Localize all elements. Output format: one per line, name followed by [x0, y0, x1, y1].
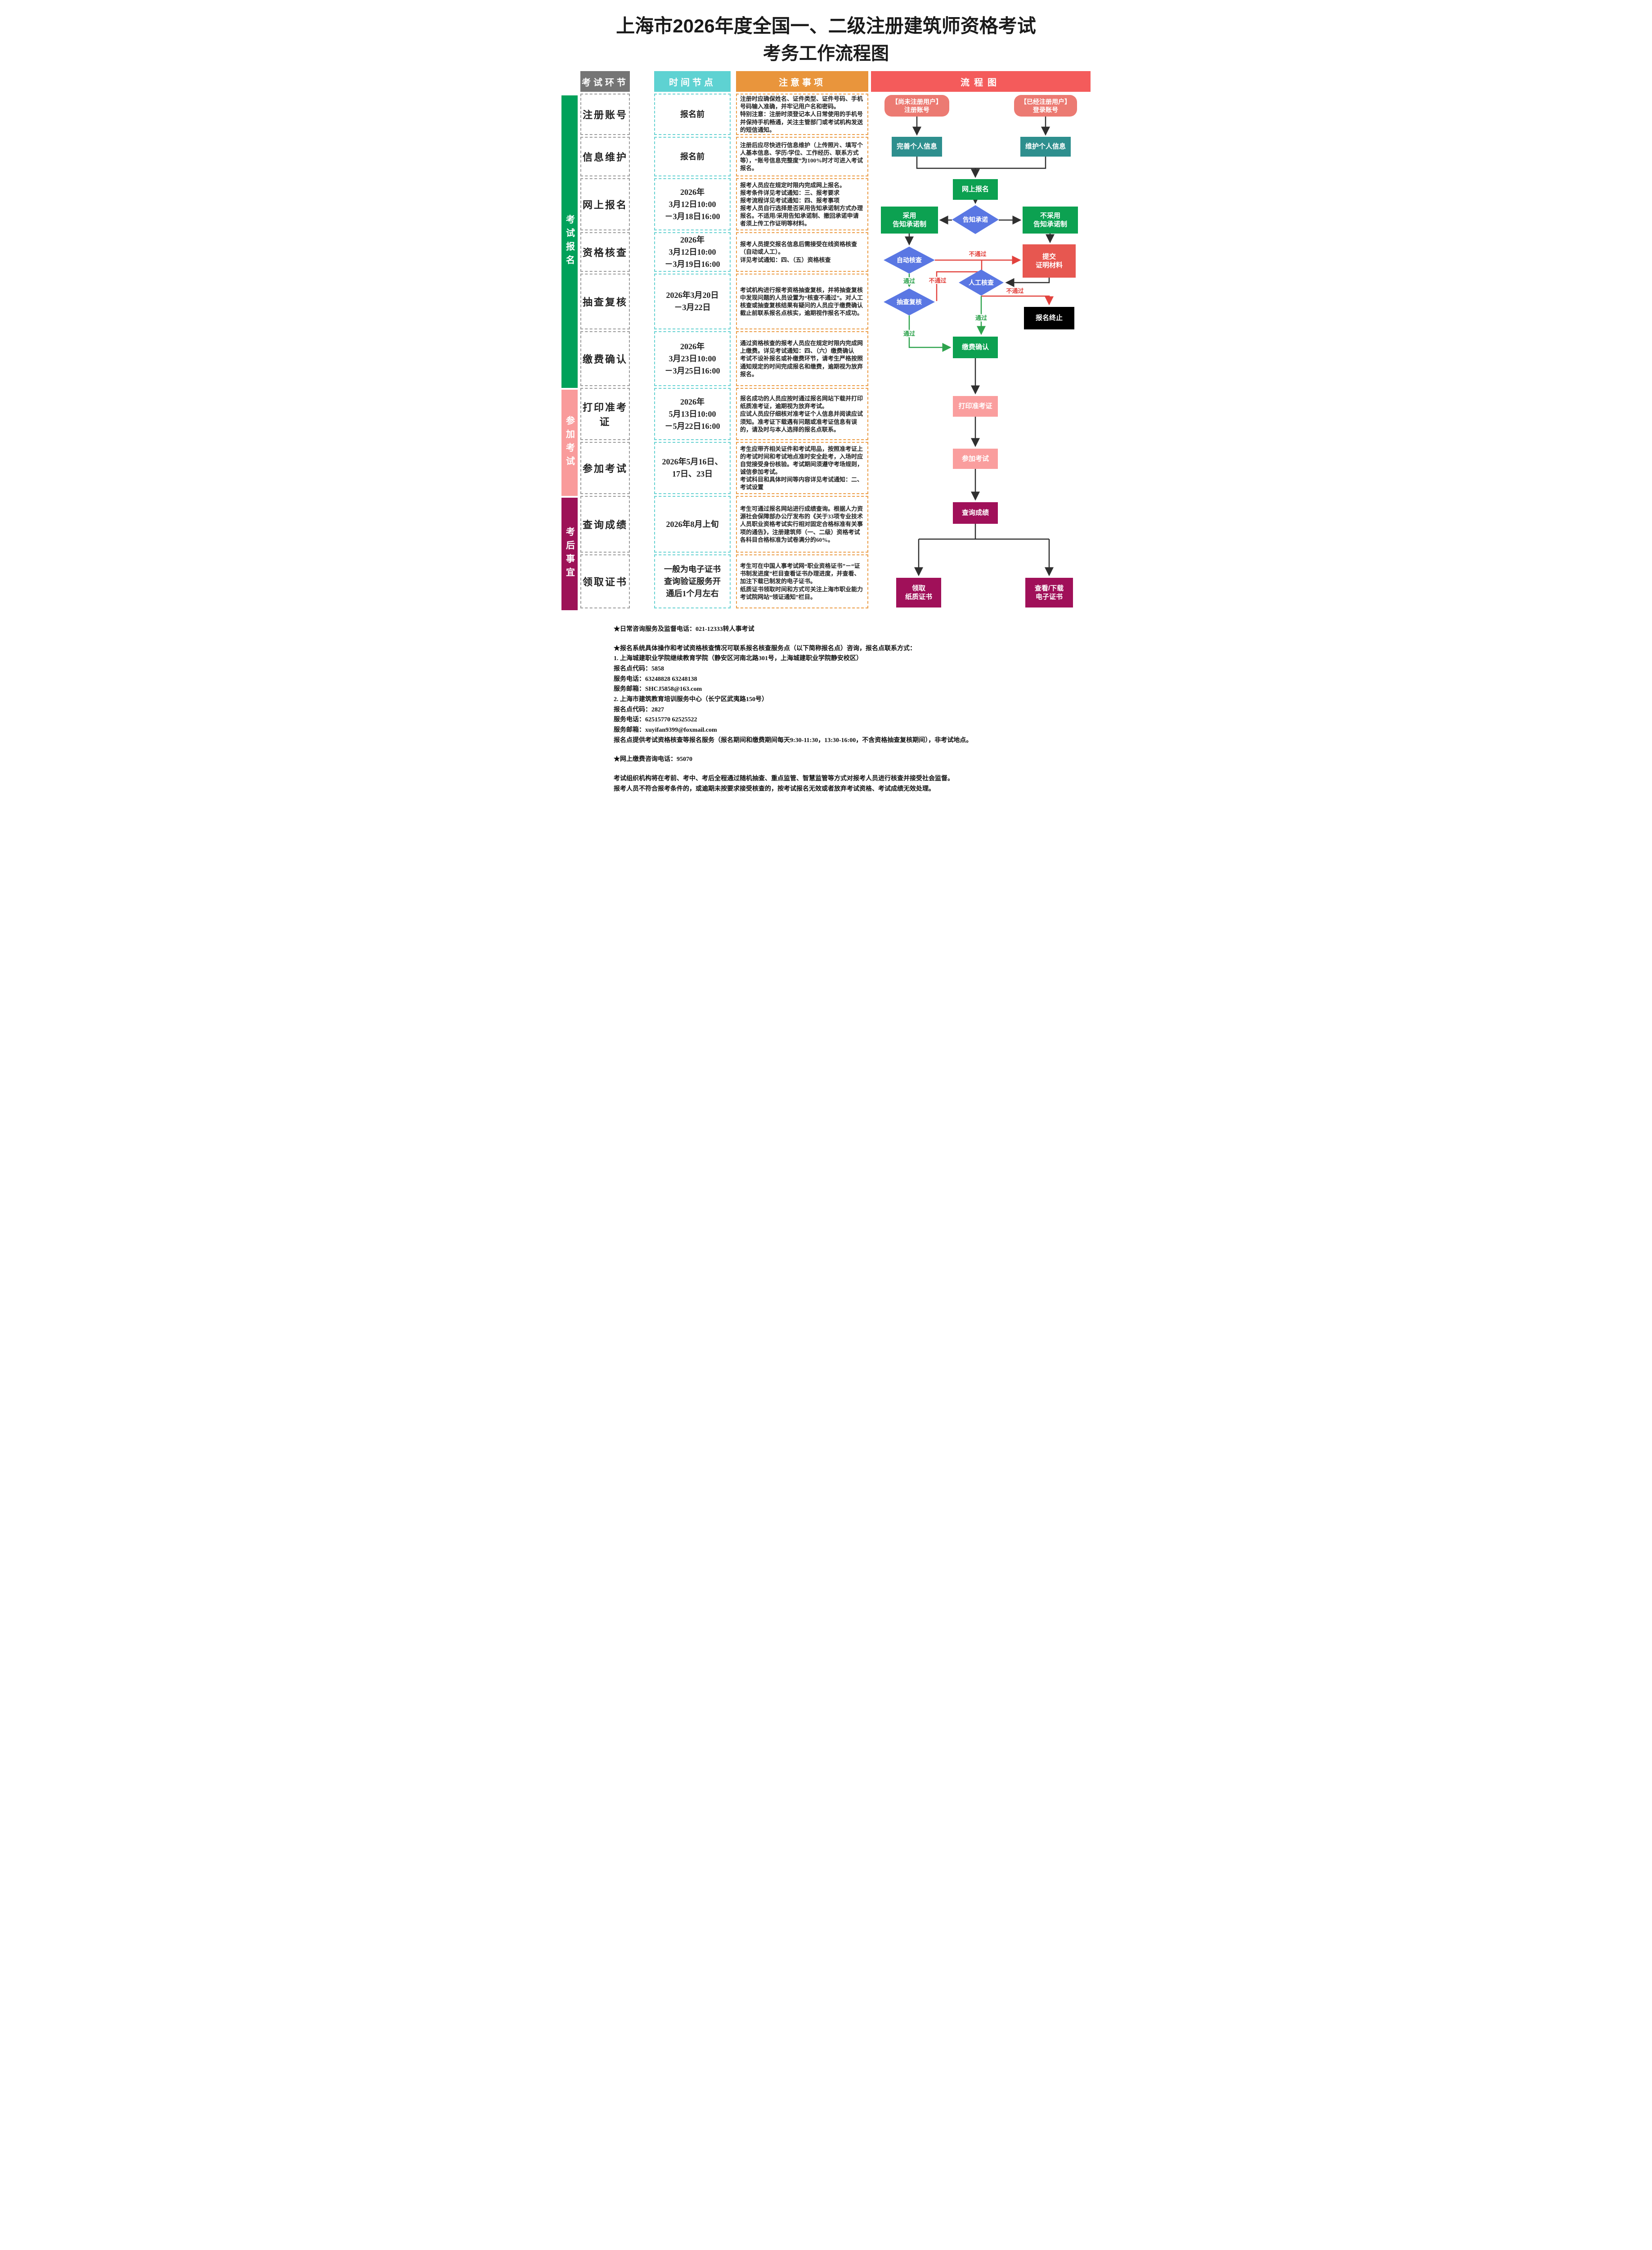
flow-node-submit-proof: 提交 证明材料	[1023, 244, 1076, 278]
header-time: 时间节点	[654, 71, 731, 92]
footer-line: 报名点代码：5858	[614, 666, 664, 673]
notes-print-ticket: 报名成功的人员应按时通过报名网站下载并打印纸质准考证，逾期视为放弃考试。 应试人…	[736, 388, 868, 440]
footer-line: 服务电话：63248828 63248138	[614, 675, 697, 683]
stage-column: 考试环节 注册账号 信息维护 网上报名 资格核查 抽查复核 缴费确认 打印准考证…	[580, 71, 630, 608]
header-stage: 考试环节	[580, 71, 630, 92]
notes-spot-check: 考试机构进行报考资格抽查复核，并将抽查复核中发现问题的人员设置为“核查不通过”。…	[736, 274, 868, 329]
stage-spot-check: 抽查复核	[580, 274, 630, 329]
footer-line: 报名点代码：2827	[614, 706, 664, 713]
fail-label: 不通过	[1006, 288, 1024, 294]
time-take-exam: 2026年5月16日、 17日、23日	[654, 442, 731, 494]
flow-node-take-exam: 参加考试	[953, 449, 998, 469]
footer-line: ★报名系统具体操作和考试资格核查情况可联系报名核查服务点（以下简称报名点）咨询，…	[614, 645, 916, 652]
phase-take-exam: 参加考试	[561, 390, 578, 496]
fail-label: 不通过	[969, 251, 986, 257]
flow-node-e-certificate: 查看/下载 电子证书	[1025, 578, 1073, 608]
flow-node-online-apply: 网上报名	[953, 179, 998, 200]
time-column: 时间节点 报名前 报名前 2026年 3月12日10:00 －3月18日16:0…	[654, 71, 731, 608]
header-flowchart: 流程图	[871, 71, 1091, 92]
phase-exam-registration: 考试报名	[561, 95, 578, 388]
notes-pay-confirm: 通过资格核查的报考人员应在规定时限内完成网上缴费。详见考试通知：四、（六）缴费确…	[736, 331, 868, 386]
flow-node-complete-info: 完善个人信息	[892, 137, 942, 157]
flow-node-register-new-user: 【尚未注册用户】 注册账号	[884, 95, 949, 117]
flow-node-use-promise: 采用 告知承诺制	[881, 207, 938, 234]
pass-label: 通过	[975, 315, 987, 321]
time-spot-check: 2026年3月20日 －3月22日	[654, 274, 731, 329]
footer-line: 服务邮箱：SHCJ5858@163.com	[614, 686, 702, 693]
phase-spacer	[561, 71, 578, 94]
flow-node-spot-check: 抽查复核	[884, 288, 935, 315]
flow-node-manual-check: 人工核查	[959, 270, 1004, 296]
footer-line: 服务电话：62515770 62525522	[614, 716, 697, 724]
stage-pay-confirm: 缴费确认	[580, 331, 630, 386]
notes-get-certificate: 考生可在中国人事考试网“职业资格证书”－“证书制发进度”栏目查看证书办理进度，并…	[736, 554, 868, 608]
time-get-certificate: 一般为电子证书 查询验证服务开 通后1个月左右	[654, 554, 731, 608]
stage-get-certificate: 领取证书	[580, 554, 630, 608]
time-print-ticket: 2026年 5月13日10:00 －5月22日16:00	[654, 388, 731, 440]
phase-after-exam: 考后事宜	[561, 498, 578, 610]
flow-node-promise-decision: 告知承诺	[952, 205, 999, 234]
footer-line: ★网上缴费咨询电话：95070	[614, 756, 692, 763]
flow-node-print-ticket: 打印准考证	[953, 396, 998, 417]
time-register-account: 报名前	[654, 94, 731, 135]
time-online-apply: 2026年 3月12日10:00 －3月18日16:00	[654, 178, 731, 230]
footer-notes: ★日常咨询服务及监督电话：021-12333转人事考试 ★报名系统具体操作和考试…	[614, 625, 1068, 802]
title-line-2: 考务工作流程图	[763, 44, 889, 63]
footer-line: 报考人员不符合报考条件的，或逾期未按要求接受核查的，按考试报名无效或者放弃考试资…	[614, 785, 935, 792]
stage-qualification-check: 资格核查	[580, 232, 630, 272]
flow-node-no-promise: 不采用 告知承诺制	[1023, 207, 1078, 234]
flowchart: 不通过 不通过 不通过 通过 通过 通过 【尚未注册用户】 注册账号 【已经注册…	[871, 71, 1091, 613]
notes-column: 注意事项 注册时应确保姓名、证件类型、证件号码、手机号码输入准确，并牢记用户名和…	[736, 71, 868, 608]
notes-query-score: 考生可通过报名网站进行成绩查询。根据人力资源社会保障部办公厅发布的《关于33项专…	[736, 496, 868, 553]
flow-node-pay-confirm: 缴费确认	[953, 337, 998, 358]
time-info-maintenance: 报名前	[654, 137, 731, 176]
footer-line: 服务邮箱：xuyifan9399@foxmail.com	[614, 727, 717, 734]
document-page: 上海市2026年度全国一、二级注册建筑师资格考试 考务工作流程图 考试报名 参加…	[551, 0, 1101, 802]
stage-take-exam: 参加考试	[580, 442, 630, 494]
title-line-1: 上海市2026年度全国一、二级注册建筑师资格考试	[616, 15, 1036, 36]
stage-info-maintenance: 信息维护	[580, 137, 630, 176]
flow-node-auto-check: 自动核查	[884, 247, 935, 274]
flow-node-maintain-info: 维护个人信息	[1020, 137, 1071, 157]
pass-label: 通过	[903, 278, 915, 284]
page-title: 上海市2026年度全国一、二级注册建筑师资格考试 考务工作流程图	[551, 12, 1101, 67]
footer-line: 考试组织机构将在考前、考中、考后全程通过随机抽查、重点监管、智慧监管等方式对报考…	[614, 775, 954, 783]
notes-register-account: 注册时应确保姓名、证件类型、证件号码、手机号码输入准确，并牢记用户名和密码。 特…	[736, 94, 868, 135]
footer-line: 报名点提供考试资格核查等报名服务（报名期间和缴费期间每天9:30-11:30，1…	[614, 737, 973, 744]
time-qualification-check: 2026年 3月12日10:00 －3月19日16:00	[654, 232, 731, 272]
notes-info-maintenance: 注册后应尽快进行信息维护（上传照片、填写个人基本信息、学历/学位、工作经历、联系…	[736, 137, 868, 176]
footer-line: 2. 上海市建筑教育培训服务中心（长宁区武夷路150号）	[614, 696, 768, 703]
time-pay-confirm: 2026年 3月23日10:00 －3月25日16:00	[654, 331, 731, 386]
flow-node-terminate: 报名终止	[1024, 307, 1074, 329]
stage-print-ticket: 打印准考证	[580, 388, 630, 440]
flow-node-paper-certificate: 领取 纸质证书	[896, 578, 941, 608]
notes-qualification-check: 报考人员提交报名信息后需接受在线资格核查（自动或人工）。 详见考试通知：四、（五…	[736, 232, 868, 272]
flow-node-login-registered-user: 【已经注册用户】 登录账号	[1014, 95, 1077, 117]
stage-register-account: 注册账号	[580, 94, 630, 135]
fail-label: 不通过	[929, 277, 946, 284]
flow-node-query-score: 查询成绩	[953, 502, 998, 524]
stage-online-apply: 网上报名	[580, 178, 630, 230]
notes-online-apply: 报考人员应在规定时限内完成网上报名。 报考条件详见考试通知：三、报考要求 报考流…	[736, 178, 868, 230]
notes-take-exam: 考生应带齐相关证件和考试用品，按照准考证上的考试时间和考试地点准时安全赴考，入场…	[736, 442, 868, 494]
phase-column: 考试报名 参加考试 考后事宜	[561, 71, 578, 610]
stage-query-score: 查询成绩	[580, 496, 630, 553]
footer-line: 1. 上海城建职业学院继续教育学院（静安区河南北路301号，上海城建职业学院静安…	[614, 655, 862, 662]
footer-line: ★日常咨询服务及监督电话：021-12333转人事考试	[614, 626, 754, 633]
time-query-score: 2026年8月上旬	[654, 496, 731, 553]
pass-label: 通过	[903, 330, 915, 337]
header-notes: 注意事项	[736, 71, 868, 92]
